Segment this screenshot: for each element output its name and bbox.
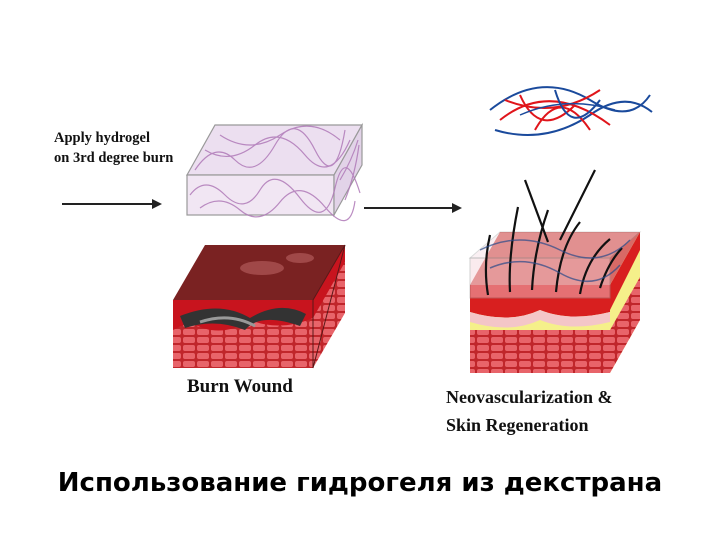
apply-line-1: Apply hydrogel [54,130,151,146]
neo-line-1: Neovascularization & [446,387,613,407]
vessel-network [489,86,653,136]
apply-line-2: on 3rd degree burn [54,150,174,166]
regeneration-block [468,169,642,373]
burn-wound-block [173,244,346,369]
apply-hydrogel-label: Apply hydrogel on 3rd degree burn [54,128,194,168]
burn-wound-label: Burn Wound [187,376,293,397]
arrow-left [62,199,162,209]
slide-caption: Использование гидрогеля из декстрана [57,468,663,498]
arrow-middle [364,203,462,213]
regeneration-label: Neovascularization & Skin Regeneration [446,383,676,439]
hydrogel-block [185,122,364,222]
neo-line-2: Skin Regeneration [446,415,589,435]
